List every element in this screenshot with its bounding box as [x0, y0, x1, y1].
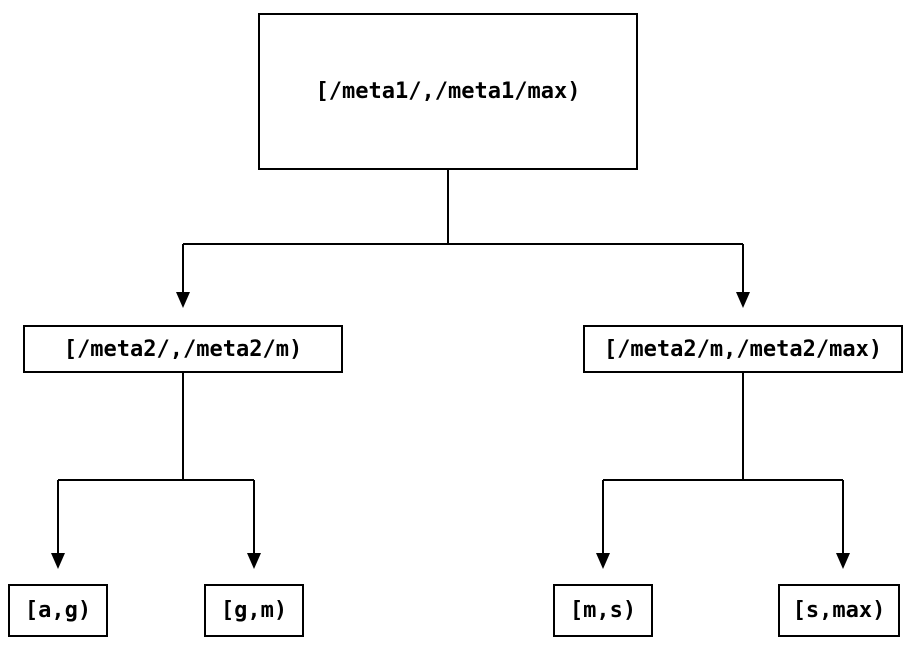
node-leaf-s-max: [s,max): [778, 584, 900, 637]
edge-left-split: [51, 373, 261, 569]
arrowhead-icon: [51, 553, 65, 569]
node-leaf-a-g: [a,g): [8, 584, 108, 637]
node-root-interval: [/meta1/,/meta1/max): [258, 13, 638, 170]
node-leaf-g-m: [g,m): [204, 584, 304, 637]
edge-right-split: [596, 373, 850, 569]
node-right-interval: [/meta2/m,/meta2/max): [583, 325, 903, 373]
edge-root-split: [176, 170, 750, 308]
arrowhead-icon: [836, 553, 850, 569]
arrowhead-icon: [247, 553, 261, 569]
node-left-interval: [/meta2/,/meta2/m): [23, 325, 343, 373]
arrowhead-icon: [596, 553, 610, 569]
arrowhead-icon: [736, 292, 750, 308]
node-leaf-m-s: [m,s): [553, 584, 653, 637]
arrowhead-icon: [176, 292, 190, 308]
